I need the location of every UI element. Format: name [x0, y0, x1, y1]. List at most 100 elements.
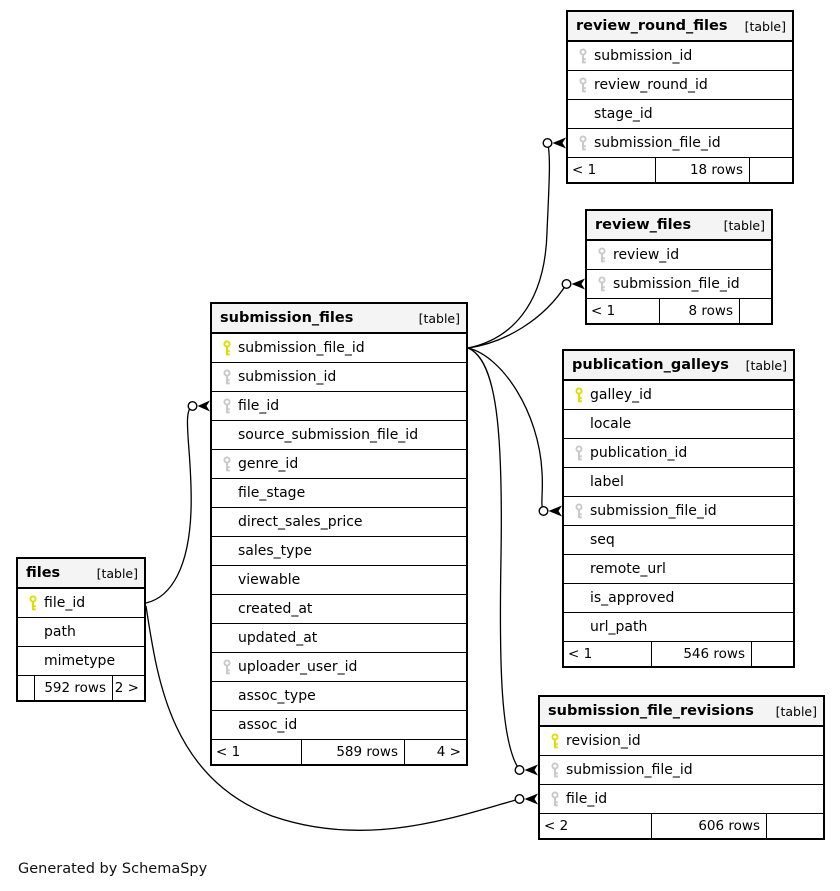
table-name[interactable]: submission_files — [220, 310, 354, 326]
crow-foot-arrow — [548, 505, 562, 517]
column-name: path — [44, 624, 76, 640]
column-row: assoc_type — [212, 682, 466, 711]
relationship-line — [145, 605, 520, 831]
column-row: seq — [564, 526, 793, 555]
key-slot — [540, 761, 566, 779]
foreign-key-icon — [223, 368, 231, 384]
column-name: submission_file_id — [594, 135, 721, 151]
footer-parents-indicator: < 1 — [587, 299, 660, 323]
column-name: submission_file_id — [590, 503, 717, 519]
table-name[interactable]: submission_file_revisions — [548, 703, 754, 719]
column-row: label — [564, 468, 793, 497]
column-name: review_id — [613, 247, 680, 263]
column-name: updated_at — [238, 630, 318, 646]
column-name: submission_id — [238, 369, 337, 385]
footer-parents-indicator: < 2 — [540, 814, 652, 838]
foreign-key-icon — [598, 246, 606, 262]
column-row: stage_id — [568, 100, 792, 129]
column-name: file_id — [238, 398, 280, 414]
footer-row-count: 546 rows — [652, 642, 752, 666]
table-type-tag: [table] — [418, 310, 460, 326]
table-submission_file_revisions[interactable]: submission_file_revisions [table] revision… — [538, 695, 825, 840]
table-name[interactable]: review_round_files — [576, 18, 728, 34]
column-row: created_at — [212, 595, 466, 624]
relationship-circle — [538, 506, 549, 517]
column-row: file_id — [212, 392, 466, 421]
key-slot — [540, 790, 566, 808]
table-header[interactable]: files [table] — [18, 559, 144, 589]
table-submission_files[interactable]: submission_files [table] submission_file_i… — [210, 302, 468, 766]
column-row: viewable — [212, 566, 466, 595]
column-name: created_at — [238, 601, 313, 617]
column-name: submission_id — [594, 48, 693, 64]
table-name[interactable]: files — [26, 565, 61, 581]
primary-key-icon — [551, 732, 559, 748]
table-header[interactable]: review_round_files [table] — [568, 12, 792, 42]
column-row: file_stage — [212, 479, 466, 508]
key-slot — [212, 397, 238, 415]
key-slot — [212, 339, 238, 357]
table-type-tag: [table] — [96, 565, 138, 581]
footer-children-indicator — [750, 158, 792, 182]
column-row: revision_id — [540, 727, 823, 756]
footer-parents-indicator: < 1 — [568, 158, 656, 182]
relationship-circle — [561, 279, 572, 290]
crow-foot-arrow — [524, 764, 538, 776]
column-name: file_id — [566, 791, 608, 807]
column-name: genre_id — [238, 456, 299, 472]
key-slot — [564, 502, 590, 520]
foreign-key-icon — [551, 761, 559, 777]
footer-children-indicator — [752, 642, 793, 666]
column-row: updated_at — [212, 624, 466, 653]
table-type-tag: [table] — [775, 703, 817, 719]
table-type-tag: [table] — [745, 357, 787, 373]
column-name: publication_id — [590, 445, 688, 461]
relationship-circle — [542, 137, 553, 148]
relationship-circle — [187, 401, 198, 412]
table-header[interactable]: review_files[table] — [587, 211, 771, 241]
table-review_files[interactable]: review_files[table] review_id submission_f… — [585, 209, 773, 325]
column-name: file_stage — [238, 485, 306, 501]
column-row: path — [18, 618, 144, 647]
footer-parents-indicator: < 1 — [564, 642, 652, 666]
column-row: submission_file_id — [587, 270, 771, 299]
table-name[interactable]: publication_galleys — [572, 357, 729, 373]
table-header[interactable]: submission_file_revisions [table] — [540, 697, 823, 727]
column-row: uploader_user_id — [212, 653, 466, 682]
table-header[interactable]: publication_galleys [table] — [564, 351, 793, 381]
footer-children-indicator — [767, 814, 823, 838]
table-type-tag: [table] — [744, 18, 786, 34]
crow-foot-arrow — [571, 278, 585, 290]
foreign-key-icon — [223, 397, 231, 413]
column-name: revision_id — [566, 733, 641, 749]
table-name[interactable]: review_files — [595, 217, 692, 233]
column-row: sales_type — [212, 537, 466, 566]
column-row: submission_id — [212, 363, 466, 392]
key-slot — [568, 47, 594, 65]
foreign-key-icon — [551, 790, 559, 806]
column-row: review_id — [587, 241, 771, 270]
column-name: url_path — [590, 619, 648, 635]
column-row: mimetype — [18, 647, 144, 676]
column-row: submission_file_id — [568, 129, 792, 158]
column-name: viewable — [238, 572, 301, 588]
primary-key-icon — [223, 339, 231, 355]
column-name: submission_file_id — [238, 340, 365, 356]
foreign-key-icon — [598, 275, 606, 291]
column-row: review_round_id — [568, 71, 792, 100]
column-row: galley_id — [564, 381, 793, 410]
footer-row-count: 8 rows — [660, 299, 740, 323]
table-header[interactable]: submission_files [table] — [212, 304, 466, 334]
column-name: source_submission_file_id — [238, 427, 419, 443]
column-row: submission_file_id — [564, 497, 793, 526]
relationship-line — [467, 347, 545, 512]
foreign-key-icon — [579, 134, 587, 150]
